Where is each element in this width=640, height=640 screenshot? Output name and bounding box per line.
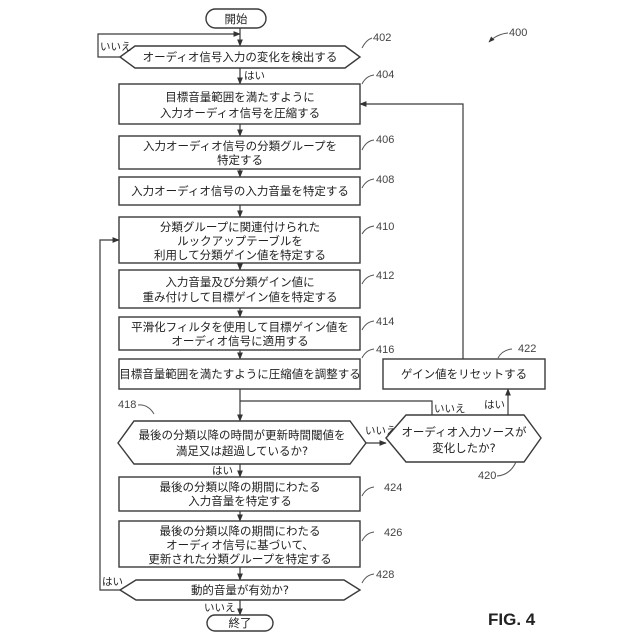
svg-text:400: 400	[509, 27, 527, 39]
svg-text:分類グループに関連付けられた: 分類グループに関連付けられた	[160, 220, 320, 234]
arrow-428-yes-loop	[100, 240, 120, 590]
svg-text:利用して分類ゲイン値を特定する: 利用して分類ゲイン値を特定する	[154, 248, 326, 262]
label-418-yes: はい	[212, 465, 233, 477]
svg-text:ルックアップテーブルを: ルックアップテーブルを	[177, 234, 303, 248]
svg-text:412: 412	[376, 270, 394, 282]
svg-text:422: 422	[518, 343, 536, 355]
decision-420: オーディオ入力ソースが 変化したか? 420	[386, 415, 541, 482]
process-416: 目標音量範囲を満たすように圧縮値を調整する 416	[119, 344, 394, 389]
svg-text:更新された分類グループを特定する: 更新された分類グループを特定する	[148, 552, 331, 566]
start-terminal: 開始	[206, 9, 266, 28]
svg-text:ゲイン値をリセットする: ゲイン値をリセットする	[401, 367, 527, 381]
svg-text:重み付けして目標ゲイン値を特定する: 重み付けして目標ゲイン値を特定する	[143, 290, 338, 304]
svg-text:最後の分類以降の時間が更新時間閾値を: 最後の分類以降の時間が更新時間閾値を	[139, 428, 346, 442]
svg-text:410: 410	[376, 221, 394, 233]
svg-text:404: 404	[376, 69, 394, 81]
process-422: ゲイン値をリセットする 422	[383, 343, 545, 389]
svg-text:入力オーディオ信号を圧縮する: 入力オーディオ信号を圧縮する	[160, 106, 320, 120]
svg-text:入力音量を特定する: 入力音量を特定する	[188, 494, 292, 508]
svg-text:開始: 開始	[225, 12, 248, 26]
svg-text:入力オーディオ信号の入力音量を特定する: 入力オーディオ信号の入力音量を特定する	[131, 184, 349, 198]
label-428-no: いいえ	[204, 602, 236, 614]
svg-text:414: 414	[376, 316, 394, 328]
label-420-no: いいえ	[434, 403, 466, 415]
svg-text:動的音量が有効か?: 動的音量が有効か?	[191, 583, 289, 597]
label-402-yes: はい	[244, 70, 265, 82]
svg-text:オーディオ信号に適用する: オーディオ信号に適用する	[171, 334, 308, 348]
decision-402: オーディオ信号入力の変化を検出する 402	[120, 32, 391, 68]
svg-text:オーディオ入力ソースが: オーディオ入力ソースが	[401, 425, 527, 439]
svg-text:目標音量範囲を満たすように圧縮値を調整する: 目標音量範囲を満たすように圧縮値を調整する	[119, 367, 361, 381]
label-428-yes: はい	[102, 576, 123, 588]
svg-text:最後の分類以降の期間にわたる: 最後の分類以降の期間にわたる	[160, 524, 321, 538]
end-terminal: 終了	[207, 615, 273, 631]
process-406: 入力オーディオ信号の分類グループを 特定する 406	[119, 134, 394, 169]
process-414: 平滑化フィルタを使用して目標ゲイン値を オーディオ信号に適用する 414	[119, 316, 394, 350]
figure-label: FIG. 4	[488, 610, 536, 629]
svg-text:入力音量及び分類ゲイン値に: 入力音量及び分類ゲイン値に	[165, 275, 314, 289]
process-426: 最後の分類以降の期間にわたる オーディオ信号に基づいて、 更新された分類グループ…	[119, 521, 402, 567]
process-410: 分類グループに関連付けられた ルックアップテーブルを 利用して分類ゲイン値を特定…	[119, 217, 394, 263]
svg-text:オーディオ信号入力の変化を検出する: オーディオ信号入力の変化を検出する	[143, 50, 338, 64]
svg-text:428: 428	[376, 569, 394, 581]
svg-text:満足又は超過しているか?: 満足又は超過しているか?	[176, 444, 308, 458]
svg-text:変化したか?: 変化したか?	[432, 441, 496, 455]
svg-text:418: 418	[118, 399, 136, 411]
svg-text:目標音量範囲を満たすように: 目標音量範囲を満たすように	[165, 90, 315, 104]
svg-text:402: 402	[373, 32, 391, 44]
arrow-420-no	[240, 401, 432, 415]
svg-text:424: 424	[384, 482, 402, 494]
svg-text:426: 426	[384, 527, 402, 539]
decision-428: 動的音量が有効か? 428	[120, 569, 394, 600]
svg-text:平滑化フィルタを使用して目標ゲイン値を: 平滑化フィルタを使用して目標ゲイン値を	[131, 320, 349, 334]
process-424: 最後の分類以降の期間にわたる 入力音量を特定する 424	[119, 477, 402, 511]
svg-text:最後の分類以降の期間にわたる: 最後の分類以降の期間にわたる	[160, 480, 321, 494]
figure-ref-400: 400	[489, 27, 527, 42]
label-402-no: いいえ	[100, 41, 132, 53]
svg-text:408: 408	[376, 174, 394, 186]
svg-text:416: 416	[376, 344, 394, 356]
label-420-yes: はい	[484, 399, 505, 411]
process-408: 入力オーディオ信号の入力音量を特定する 408	[119, 174, 394, 205]
svg-text:オーディオ信号に基づいて、: オーディオ信号に基づいて、	[166, 538, 314, 552]
svg-text:420: 420	[478, 470, 496, 482]
svg-text:入力オーディオ信号の分類グループを: 入力オーディオ信号の分類グループを	[143, 139, 337, 153]
process-412: 入力音量及び分類ゲイン値に 重み付けして目標ゲイン値を特定する 412	[119, 270, 394, 308]
svg-text:特定する: 特定する	[217, 153, 263, 167]
svg-text:終了: 終了	[229, 616, 252, 630]
decision-418: 最後の分類以降の時間が更新時間閾値を 満足又は超過しているか? 418	[118, 399, 366, 464]
svg-text:406: 406	[376, 134, 394, 146]
